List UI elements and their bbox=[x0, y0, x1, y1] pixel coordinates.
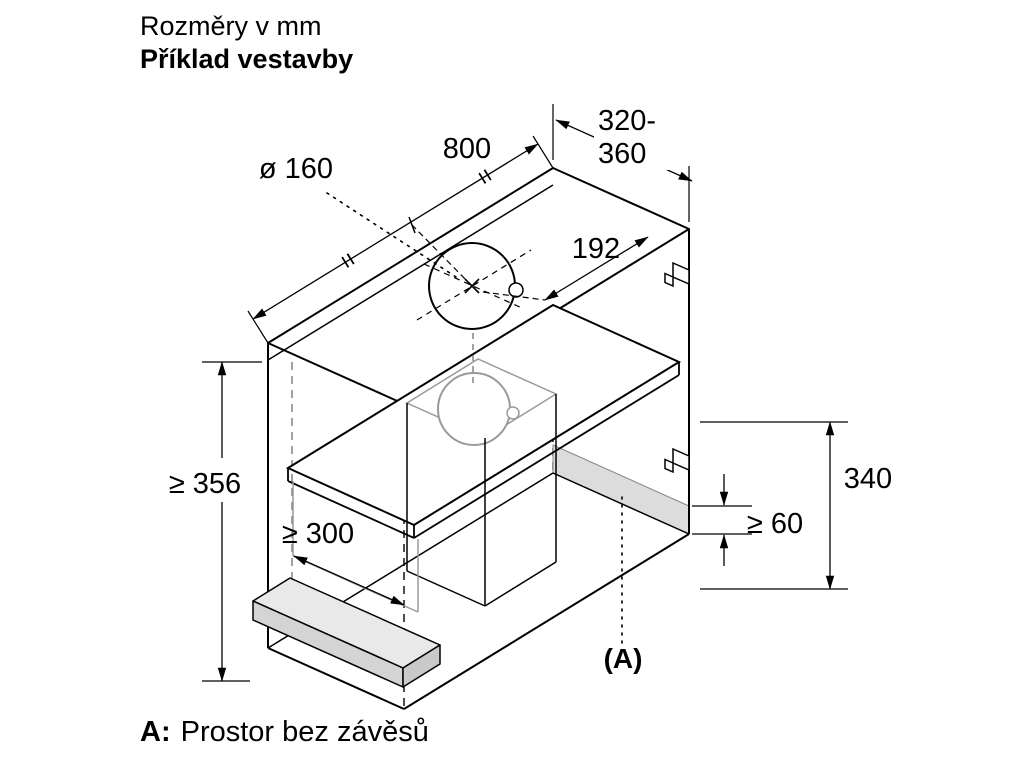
dim-niche-width-label: 800 bbox=[443, 133, 491, 165]
dim-min-front-clearance-label: ≥ 300 bbox=[282, 518, 354, 550]
clearance-strip bbox=[552, 444, 690, 535]
footnote: A: Prostor bez závěsů bbox=[140, 716, 429, 749]
title-line-1: Rozměry v mm bbox=[140, 11, 322, 41]
dim-hole-offset-label: 192 bbox=[572, 233, 620, 265]
dim-min-bottom-gap-label: ≥ 60 bbox=[747, 508, 803, 540]
dim-hood-height: 340 bbox=[700, 421, 892, 590]
equal-mark-1: = bbox=[332, 247, 363, 274]
top-duct-tab bbox=[508, 282, 524, 298]
space-a-label: (A) bbox=[604, 643, 643, 674]
dim-depth-range: 320- 360 bbox=[552, 100, 693, 222]
dim-hole-diameter-label: ø 160 bbox=[259, 153, 333, 185]
shelf-duct-hole bbox=[437, 372, 511, 446]
hinge-top-icon bbox=[664, 261, 690, 288]
title-line-2: Příklad vestavby bbox=[140, 44, 354, 74]
dim-hole-offset: 192 bbox=[482, 233, 649, 301]
dim-depth-range-line2: 360 bbox=[598, 138, 646, 170]
dim-min-front-clearance: ≥ 300 bbox=[282, 518, 405, 606]
dim-min-niche-height: ≥ 356 bbox=[158, 361, 262, 682]
equal-mark-2: = bbox=[469, 163, 500, 190]
dim-hood-height-label: 340 bbox=[844, 463, 892, 495]
hinge-bottom-icon bbox=[664, 447, 690, 474]
hood-shelf bbox=[285, 300, 682, 539]
page-title: Rozměry v mm Příklad vestavby bbox=[140, 10, 353, 76]
footnote-label: A: bbox=[140, 716, 171, 748]
dim-min-bottom-gap: ≥ 60 bbox=[692, 474, 803, 566]
dim-min-niche-height-label: ≥ 356 bbox=[169, 468, 241, 500]
pullout-visor bbox=[252, 577, 441, 688]
footnote-text: Prostor bez závěsů bbox=[180, 716, 429, 748]
shelf-duct-tab bbox=[506, 406, 520, 420]
dim-depth-range-line1: 320- bbox=[598, 105, 656, 137]
